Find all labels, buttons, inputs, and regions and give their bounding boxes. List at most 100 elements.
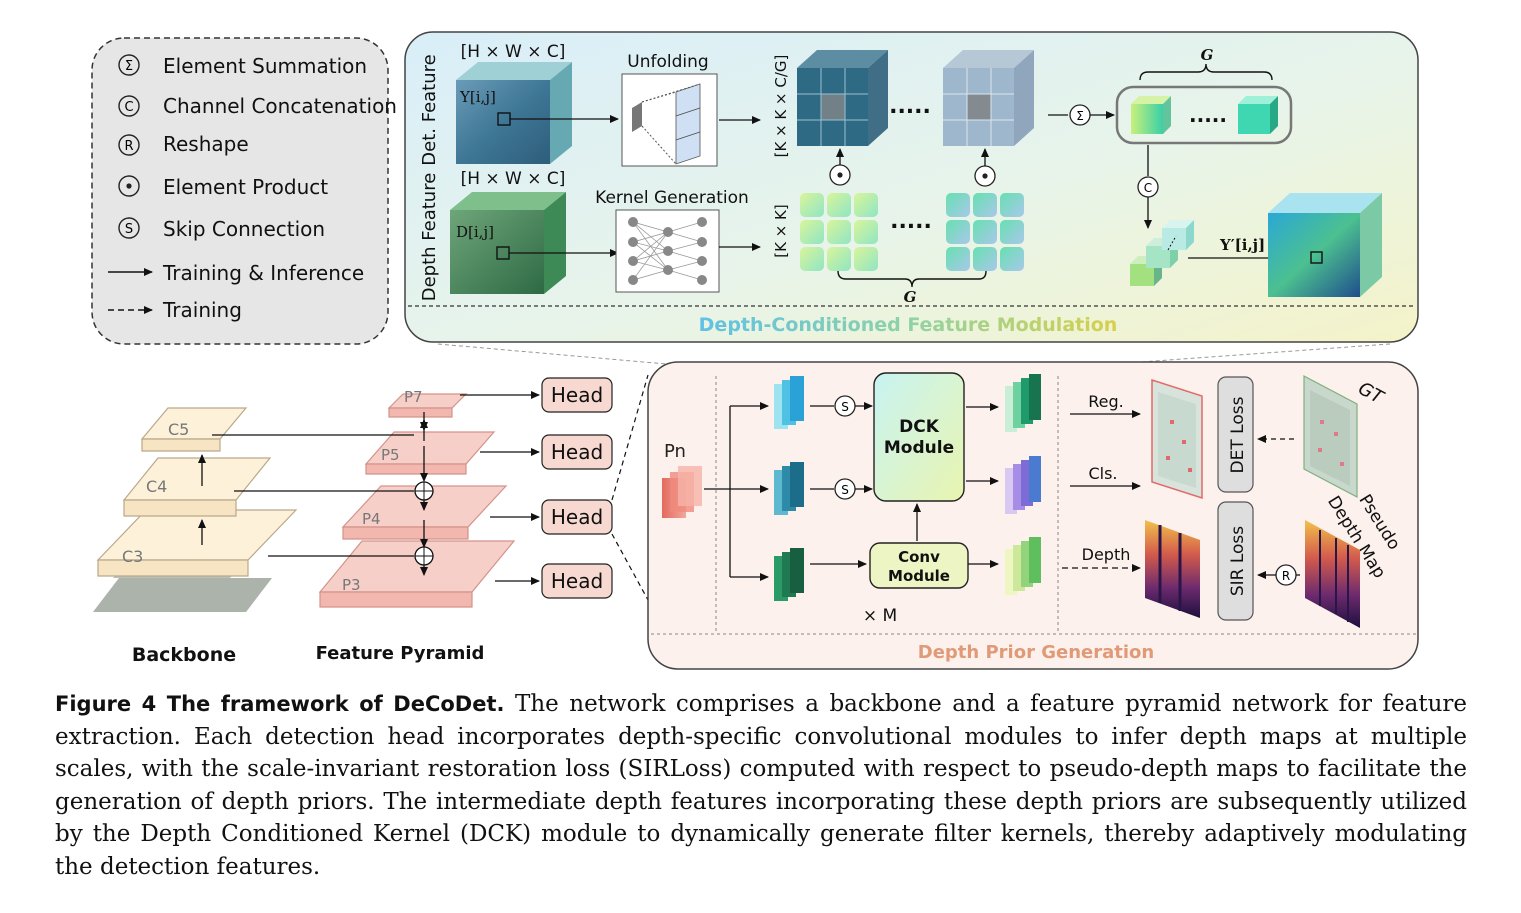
legend-label: Skip Connection bbox=[163, 217, 325, 241]
legend-label: Element Summation bbox=[163, 54, 367, 78]
depth-prior-title: Depth Prior Generation bbox=[918, 642, 1154, 663]
caption-text: The network comprises a backbone and a f… bbox=[55, 691, 1467, 880]
conv-module-box bbox=[869, 542, 969, 589]
unfolded-det-cube-2 bbox=[943, 50, 1034, 146]
head-label: Head bbox=[551, 505, 603, 529]
c4-layer bbox=[122, 457, 272, 517]
p5-layer bbox=[364, 431, 496, 475]
element-product-icon bbox=[974, 165, 996, 187]
branch-cube-2 bbox=[774, 462, 804, 515]
gt-image bbox=[1303, 375, 1358, 498]
c5-label: C5 bbox=[168, 420, 189, 439]
unfolding-label: Unfolding bbox=[627, 52, 708, 72]
depth-dims: [H × W × C] bbox=[461, 169, 566, 189]
d-ij-label: D[i,j] bbox=[456, 223, 494, 241]
p4-label: P4 bbox=[362, 510, 381, 528]
head-box bbox=[541, 377, 613, 413]
caption-lead: Figure 4 The framework of DeCoDet. bbox=[55, 692, 505, 716]
det-dims: [H × W × C] bbox=[461, 42, 566, 62]
c3-label: C3 bbox=[122, 547, 143, 566]
element-product-icon bbox=[829, 164, 851, 186]
y-ij-label: Y[i,j] bbox=[459, 88, 496, 106]
reg-output-cube bbox=[1005, 374, 1041, 432]
times-m-label: × M bbox=[863, 606, 897, 626]
kkcg-label: [K × K × C/G] bbox=[772, 55, 790, 158]
output-feature-cube bbox=[1268, 193, 1382, 297]
c5-layer bbox=[140, 407, 248, 452]
channel-concatenation-icon: C bbox=[1137, 176, 1159, 198]
kernel-generation-label: Kernel Generation bbox=[595, 188, 749, 208]
conv-label: Conv bbox=[898, 548, 940, 566]
sir-loss-box bbox=[1217, 501, 1254, 621]
skip-connection-icon: S bbox=[118, 217, 140, 239]
prediction-image bbox=[1151, 378, 1203, 500]
backbone-label: Backbone bbox=[132, 644, 236, 666]
cls-output-cube bbox=[1005, 456, 1041, 514]
depth-feature-cube bbox=[450, 192, 566, 294]
p7-layer bbox=[387, 393, 468, 418]
svg-text:Σ: Σ bbox=[1076, 109, 1084, 123]
p3-label: P3 bbox=[342, 576, 361, 594]
svg-text:C: C bbox=[124, 100, 133, 115]
pseudo-depth-map bbox=[1305, 520, 1360, 628]
det-loss-box bbox=[1217, 376, 1254, 493]
svg-text:R: R bbox=[124, 139, 133, 154]
svg-text:S: S bbox=[841, 483, 849, 497]
group-box bbox=[1115, 85, 1293, 145]
depth-output-cube bbox=[1005, 537, 1041, 595]
kernel-grid-1 bbox=[800, 193, 878, 271]
svg-text:C: C bbox=[1144, 181, 1152, 195]
conv-label: Module bbox=[888, 567, 950, 585]
c4-label: C4 bbox=[146, 477, 167, 496]
svg-text:S: S bbox=[841, 400, 849, 414]
branch-cube-1 bbox=[774, 376, 804, 429]
det-feature-cube bbox=[456, 62, 572, 164]
sum-node bbox=[414, 546, 434, 566]
y-prime-label: Y′[i,j] bbox=[1219, 236, 1265, 254]
kk-label: [K × K] bbox=[772, 204, 790, 257]
dck-label: DCK bbox=[899, 417, 940, 437]
svg-text:S: S bbox=[125, 222, 133, 237]
ellipsis: ..... bbox=[890, 209, 932, 234]
dck-module-box bbox=[873, 372, 965, 502]
legend-label: Reshape bbox=[163, 132, 249, 156]
element-summation-icon: Σ bbox=[118, 54, 140, 76]
head-label: Head bbox=[551, 569, 603, 593]
det-feature-label: Det. Feature bbox=[419, 54, 440, 165]
g-label: G bbox=[904, 288, 917, 306]
feature-pyramid: P7 P5 P4 P3 Feature Pyramid bbox=[212, 388, 540, 664]
framework-diagram: Σ C R S Element Summation Channel Concat… bbox=[91, 31, 1419, 670]
group-cube-1 bbox=[1131, 96, 1171, 134]
unfolded-det-cube-1 bbox=[797, 50, 888, 146]
depth-prior-panel: Depth Prior Generation Pn S S DCK Modul bbox=[647, 361, 1419, 670]
feature-pyramid-label: Feature Pyramid bbox=[316, 643, 485, 664]
legend-label: Training & Inference bbox=[162, 261, 364, 285]
head-box bbox=[541, 563, 613, 599]
legend-label: Training bbox=[162, 298, 242, 322]
head-box bbox=[541, 499, 613, 535]
kernel-grid-2 bbox=[946, 193, 1024, 271]
element-product-icon bbox=[118, 175, 140, 197]
legend: Σ C R S Element Summation Channel Concat… bbox=[91, 37, 397, 345]
pn-cube bbox=[662, 466, 702, 518]
kernel-generation-box bbox=[615, 209, 720, 293]
heads: Head Head Head Head bbox=[541, 374, 649, 601]
modulation-title: Depth-Conditioned Feature Modulation bbox=[699, 314, 1118, 336]
svg-text:R: R bbox=[1282, 569, 1290, 583]
svg-text:Σ: Σ bbox=[125, 59, 133, 74]
g-brace-top bbox=[1139, 63, 1273, 81]
modulation-panel: Depth-Conditioned Feature Modulation Det… bbox=[404, 31, 1419, 343]
cls-label: Cls. bbox=[1088, 464, 1117, 483]
p5-label: P5 bbox=[381, 446, 400, 464]
concatenated-cubes bbox=[1130, 220, 1194, 286]
g-label: G bbox=[1201, 46, 1214, 64]
reg-label: Reg. bbox=[1088, 392, 1123, 411]
det-loss-label: DET Loss bbox=[1228, 396, 1248, 473]
head-label: Head bbox=[551, 383, 603, 407]
predicted-depth-map bbox=[1145, 520, 1200, 618]
depth-label: Depth bbox=[1082, 545, 1131, 564]
ellipsis: ..... bbox=[1189, 103, 1227, 127]
skip-connection-icon: S bbox=[834, 478, 856, 500]
legend-label: Element Product bbox=[163, 175, 328, 199]
c3-layer bbox=[96, 509, 298, 577]
